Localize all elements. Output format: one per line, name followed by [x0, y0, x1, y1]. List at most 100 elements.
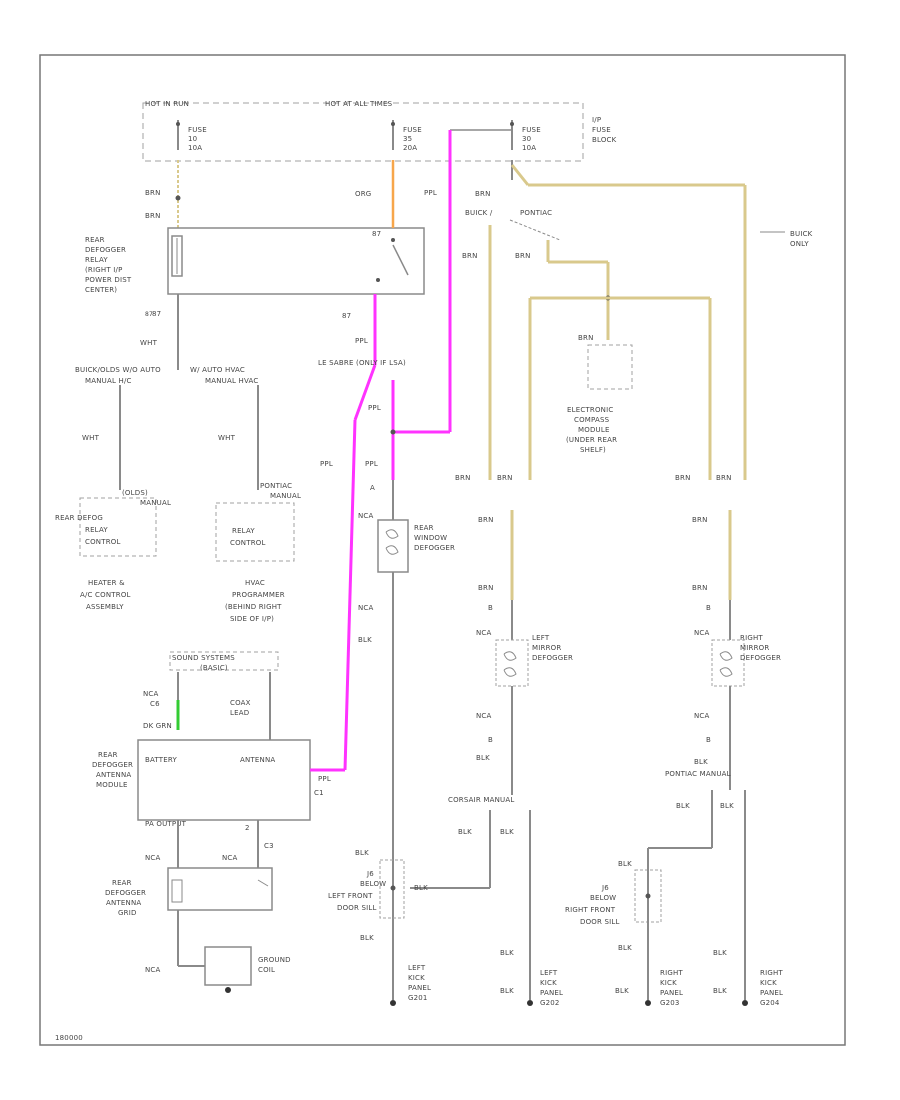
le-sabre-label: LE SABRE (ONLY IF LSA): [318, 359, 406, 367]
svg-text:(OLDS): (OLDS): [122, 489, 148, 497]
svg-text:NCA: NCA: [476, 629, 492, 637]
svg-text:COMPASS: COMPASS: [574, 416, 610, 424]
svg-text:DEFOGGER: DEFOGGER: [740, 654, 781, 662]
svg-text:A/C CONTROL: A/C CONTROL: [80, 591, 131, 599]
svg-text:NCA: NCA: [222, 854, 238, 862]
svg-text:BLK: BLK: [414, 884, 428, 892]
svg-text:FUSE: FUSE: [188, 126, 207, 134]
svg-text:RIGHT: RIGHT: [660, 969, 683, 977]
svg-text:DOOR SILL: DOOR SILL: [580, 918, 620, 926]
svg-text:BLK: BLK: [618, 944, 632, 952]
svg-text:MANUAL: MANUAL: [140, 499, 171, 507]
svg-text:RIGHT: RIGHT: [760, 969, 783, 977]
svg-text:DK GRN: DK GRN: [143, 722, 172, 730]
svg-text:DEFOGGER: DEFOGGER: [414, 544, 455, 552]
svg-text:(UNDER REAR: (UNDER REAR: [566, 436, 617, 444]
svg-text:LEFT: LEFT: [532, 634, 550, 642]
svg-text:(RIGHT I/P: (RIGHT I/P: [85, 266, 123, 274]
svg-text:(BEHIND RIGHT: (BEHIND RIGHT: [225, 603, 282, 611]
svg-text:BRN: BRN: [455, 474, 471, 482]
svg-text:WINDOW: WINDOW: [414, 534, 447, 542]
svg-text:B: B: [706, 604, 711, 612]
svg-text:PPL: PPL: [424, 189, 437, 197]
svg-text:MANUAL: MANUAL: [270, 492, 301, 500]
svg-text:10: 10: [188, 135, 197, 143]
wire-ppl-rear-window: PPL PPL PPL A: [320, 380, 396, 520]
svg-text:10A: 10A: [522, 144, 536, 152]
svg-text:20A: 20A: [403, 144, 417, 152]
svg-text:PANEL: PANEL: [660, 989, 683, 997]
svg-text:B: B: [488, 604, 493, 612]
svg-text:BLK: BLK: [713, 949, 727, 957]
svg-text:KICK: KICK: [760, 979, 777, 987]
svg-text:POWER DIST: POWER DIST: [85, 276, 132, 284]
svg-text:ANTENNA: ANTENNA: [240, 756, 275, 764]
wire-ppl-fuse30: PPL: [393, 129, 512, 434]
svg-text:BLK: BLK: [500, 828, 514, 836]
hot-in-run-label: HOT IN RUN: [145, 100, 189, 108]
svg-text:RELAY: RELAY: [85, 526, 108, 534]
svg-text:GROUND: GROUND: [258, 956, 291, 964]
svg-text:G203: G203: [660, 999, 680, 1007]
svg-text:NCA: NCA: [694, 629, 710, 637]
svg-text:PANEL: PANEL: [760, 989, 783, 997]
svg-text:ELECTRONIC: ELECTRONIC: [567, 406, 613, 414]
svg-text:BLK: BLK: [694, 758, 708, 766]
svg-text:CENTER): CENTER): [85, 286, 117, 294]
ground-g204: BLK BLK RIGHT KICK PANEL G204: [713, 949, 783, 1007]
wire-right-mirror-ground: NCA B BLK PONTIAC MANUAL BLK BLK: [648, 686, 746, 1000]
svg-text:BELOW: BELOW: [590, 894, 616, 902]
svg-text:PANEL: PANEL: [540, 989, 563, 997]
svg-text:DOOR SILL: DOOR SILL: [337, 904, 377, 912]
svg-text:A: A: [370, 484, 375, 492]
svg-text:DEFOGGER: DEFOGGER: [85, 246, 126, 254]
svg-text:ASSEMBLY: ASSEMBLY: [86, 603, 124, 611]
wire-rear-window-ground: NCA BLK: [358, 572, 394, 1000]
svg-text:BRN: BRN: [478, 516, 494, 524]
svg-text:REAR: REAR: [98, 751, 118, 759]
svg-text:WHT: WHT: [218, 434, 236, 442]
svg-text:MIRROR: MIRROR: [740, 644, 769, 652]
wire-left-mirror-ground: NCA B BLK CORSAIR MANUAL BLK BLK: [410, 686, 531, 1000]
svg-text:BRN: BRN: [578, 334, 594, 342]
buick-only-label-1: BUICK: [790, 230, 813, 238]
rear-defogger-relay: 87 REAR DEFOGGER RELAY (RIGHT I/P POWER …: [85, 227, 425, 318]
svg-text:G201: G201: [408, 994, 428, 1002]
wire-fuse30-brn: BRN BUICK / PONTIAC BRN: [462, 160, 747, 480]
sound-system-label: SOUND SYSTEMS (BASIC): [169, 651, 279, 672]
svg-text:COAX: COAX: [230, 699, 251, 707]
svg-text:NCA: NCA: [694, 712, 710, 720]
svg-text:HEATER &: HEATER &: [88, 579, 125, 587]
svg-text:BLK: BLK: [355, 849, 369, 857]
fuse-35: FUSE 35 20A: [391, 120, 422, 152]
svg-text:RELAY: RELAY: [85, 256, 108, 264]
fuse-30: FUSE 30 10A: [510, 120, 541, 152]
svg-text:BRN: BRN: [675, 474, 691, 482]
svg-text:NCA: NCA: [358, 604, 374, 612]
svg-text:BLK: BLK: [720, 802, 734, 810]
svg-text:C3: C3: [264, 842, 274, 850]
svg-text:BRN: BRN: [475, 190, 491, 198]
variant-labels-left: 87 WHT BUICK/OLDS W/O AUTO W/ AUTO HVAC …: [75, 294, 259, 490]
svg-text:BRN: BRN: [145, 189, 161, 197]
svg-text:C6: C6: [150, 700, 160, 708]
svg-text:SIDE OF I/P): SIDE OF I/P): [230, 615, 274, 623]
svg-text:WHT: WHT: [82, 434, 100, 442]
svg-text:BRN: BRN: [692, 584, 708, 592]
wire-fuse35-relay: ORG: [355, 160, 395, 228]
svg-text:CONTROL: CONTROL: [85, 538, 121, 546]
ground-g202: BLK BLK LEFT KICK PANEL G202: [500, 949, 563, 1007]
svg-text:BLK: BLK: [618, 860, 632, 868]
svg-text:RIGHT: RIGHT: [740, 634, 763, 642]
svg-text:10A: 10A: [188, 144, 202, 152]
svg-text:2: 2: [245, 824, 250, 832]
svg-text:CORSAIR MANUAL: CORSAIR MANUAL: [448, 796, 514, 804]
svg-text:BUICK/OLDS W/O AUTO: BUICK/OLDS W/O AUTO: [75, 366, 161, 374]
svg-text:PPL: PPL: [365, 460, 378, 468]
svg-text:BRN: BRN: [478, 584, 494, 592]
splice-j6-left: J6 BELOW LEFT FRONT DOOR SILL BLK BLK BL…: [328, 849, 428, 942]
fuse-block-label-1: I/P: [592, 116, 601, 124]
electronic-compass-module: ELECTRONIC COMPASS MODULE (UNDER REAR SH…: [566, 344, 633, 454]
svg-text:FUSE: FUSE: [403, 126, 422, 134]
svg-text:PANEL: PANEL: [408, 984, 431, 992]
